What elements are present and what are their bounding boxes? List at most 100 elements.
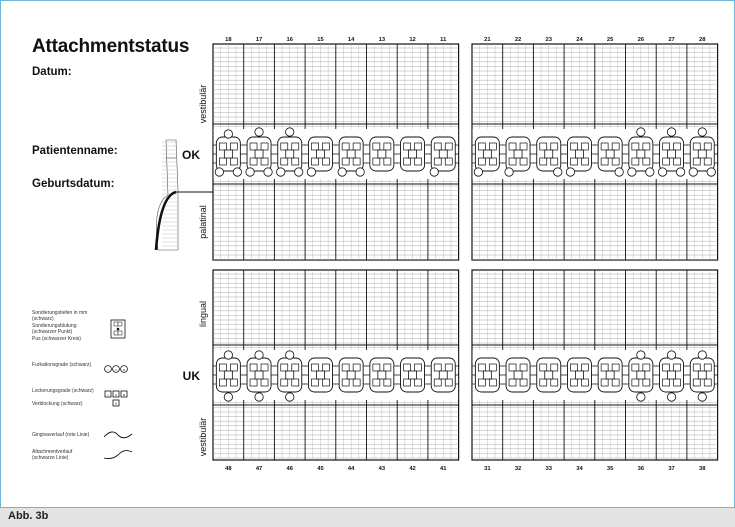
tooth-12-box	[403, 157, 411, 166]
tooth-33-box	[550, 378, 559, 387]
tooth-16-box	[280, 142, 289, 151]
tooth-24-center	[575, 149, 584, 159]
tooth-31-box	[489, 363, 497, 372]
legend-loosening-grade: II	[115, 393, 117, 397]
furcation-circle	[245, 167, 255, 177]
furcation-circle	[697, 127, 707, 137]
tooth-38-box	[703, 378, 712, 387]
tooth-cross-section-illustration	[154, 139, 213, 251]
tooth-46-box	[280, 378, 289, 387]
legend-probing-icon	[113, 321, 119, 327]
tooth-37-center	[667, 370, 676, 380]
legend-furcation-icon	[104, 365, 112, 373]
tooth-12-box	[403, 142, 411, 151]
furcation-circle	[565, 167, 576, 177]
tooth-35-box	[600, 363, 609, 372]
geburtsdatum-label[interactable]: Geburtsdatum:	[32, 178, 115, 190]
tooth-16-box	[291, 142, 300, 151]
tooth-41-box	[433, 363, 442, 372]
legend-loosening-icon	[104, 390, 112, 398]
tooth-47-box	[260, 378, 269, 387]
tooth-number-36: 36	[638, 466, 645, 472]
tooth-32-center	[513, 370, 523, 380]
tooth-25-center	[605, 149, 615, 159]
tooth-45-center	[316, 370, 325, 380]
tooth-number-21: 21	[484, 37, 491, 43]
tooth-22-box	[519, 142, 528, 151]
upper-side-bottom-label: palatinal	[198, 205, 208, 239]
tooth-number-23: 23	[546, 37, 553, 43]
tooth-number-47: 47	[256, 466, 262, 472]
tooth-35-box	[611, 378, 620, 387]
tooth-15-center	[316, 149, 325, 159]
tooth-33-box	[550, 363, 559, 372]
tooth-41-center	[438, 370, 448, 380]
furcation-circle	[285, 392, 295, 402]
tooth-45-box	[311, 378, 319, 387]
tooth-15-box	[311, 157, 319, 166]
tooth-38-box	[692, 363, 701, 372]
furcation-circle	[666, 392, 677, 402]
tooth-16-box	[291, 157, 300, 166]
tooth-11-box	[444, 157, 453, 166]
tooth-14-box	[341, 157, 350, 166]
tooth-28-center	[697, 149, 707, 159]
furcation-circle	[666, 127, 677, 137]
tooth-26-box	[631, 142, 640, 151]
legend-furcation-text: Furkationsgrade (schwarz)	[32, 362, 92, 368]
legend-probing-text: Sondierungstiefen in mm (schwarz)	[32, 310, 88, 322]
figure-caption: Abb. 3b	[8, 510, 49, 522]
legend-loosening-grade: III	[123, 393, 126, 397]
tooth-14-box	[341, 142, 350, 151]
tooth-24-box	[570, 142, 578, 151]
tooth-21-box	[478, 157, 486, 166]
tooth-28-box	[703, 157, 712, 166]
tooth-41-box	[433, 378, 442, 387]
patientenname-label[interactable]: Patientenname:	[32, 145, 118, 157]
tooth-23-box	[550, 142, 559, 151]
furcation-circle	[666, 350, 677, 360]
legend-loosening-grade: I	[108, 393, 109, 397]
tooth-22-box	[508, 157, 517, 166]
furcation-circle	[223, 392, 233, 402]
tooth-44-box	[352, 363, 361, 372]
tooth-12-center	[408, 149, 417, 159]
tooth-38-box	[692, 378, 701, 387]
legend-attachment-text: Attachmentverlauf (schwarze Linie)	[32, 449, 73, 461]
tooth-24-box	[570, 157, 578, 166]
furcation-circle	[294, 167, 304, 177]
tooth-46-box	[291, 378, 300, 387]
furcation-circle	[254, 350, 264, 360]
tooth-46-box	[291, 363, 300, 372]
tooth-18-center	[223, 149, 233, 159]
bone-line	[154, 190, 177, 251]
lower-jaw-label: UK	[183, 369, 201, 383]
tooth-number-45: 45	[317, 466, 324, 472]
tooth-number-15: 15	[317, 37, 324, 43]
tooth-38-center	[697, 370, 707, 380]
tooth-34-box	[570, 363, 578, 372]
tooth-number-26: 26	[638, 37, 645, 43]
tooth-26-box	[642, 142, 651, 151]
tooth-37-box	[662, 363, 670, 372]
tooth-48-center	[223, 370, 233, 380]
tooth-34-box	[570, 378, 578, 387]
tooth-43-center	[377, 370, 387, 380]
tooth-13-box	[383, 157, 392, 166]
legend-loosening-text: Lockerungsgrade (schwarz)	[32, 388, 94, 394]
tooth-27-box	[673, 142, 681, 151]
furcation-circle	[636, 127, 646, 137]
furcation-circle	[697, 350, 707, 360]
tooth-number-31: 31	[484, 466, 491, 472]
tooth-section-outline	[156, 139, 179, 251]
tooth-17-box	[249, 157, 258, 166]
tooth-14-box	[352, 157, 361, 166]
tooth-45-box	[322, 363, 330, 372]
tooth-number-42: 42	[409, 466, 415, 472]
tooth-38-box	[703, 363, 712, 372]
legend-furcation-grade: I	[108, 368, 109, 372]
legend-probing-icon	[117, 321, 123, 327]
datum-label[interactable]: Datum:	[32, 66, 72, 78]
tooth-34-box	[581, 363, 589, 372]
legend-gingival-curve	[103, 431, 133, 439]
